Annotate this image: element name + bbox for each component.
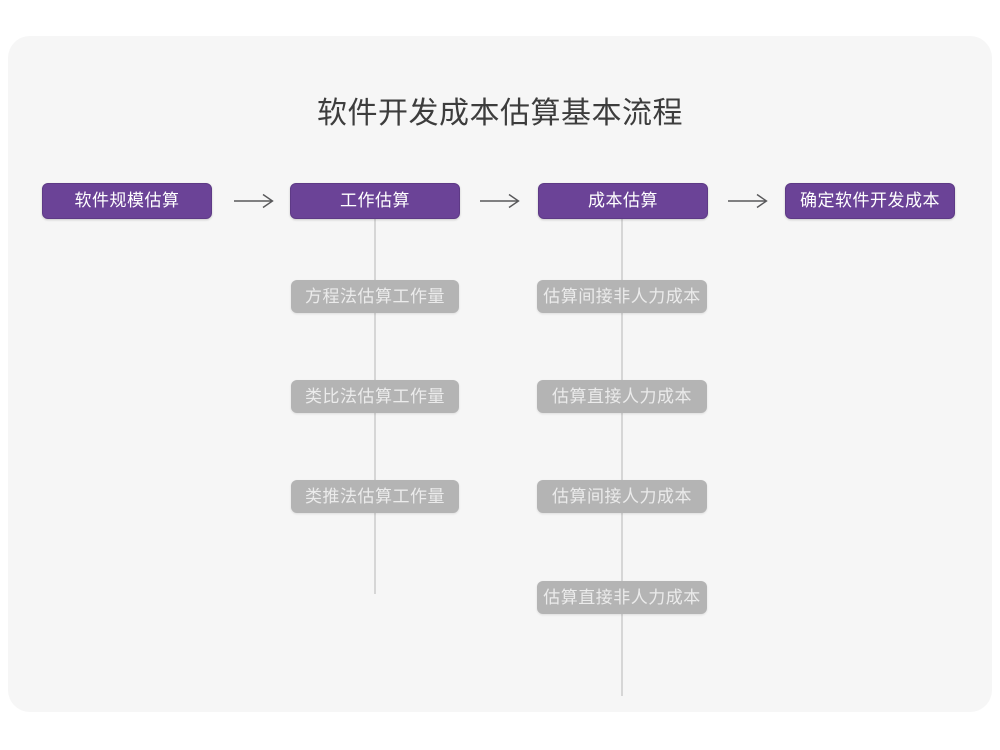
sub-step-box-direct-non-labor-cost: 估算直接非人力成本 (537, 581, 707, 614)
sub-step-box-analogy-method: 类比法估算工作量 (291, 380, 459, 413)
arrow-right-icon (480, 193, 520, 209)
step-box-effort-estimation: 工作估算 (290, 183, 460, 219)
connector-line-cost-column (621, 219, 623, 696)
arrow-right-icon (728, 193, 768, 209)
sub-step-box-extrapolation-method: 类推法估算工作量 (291, 480, 459, 513)
page-title: 软件开发成本估算基本流程 (317, 97, 683, 130)
step-box-determine-development-cost: 确定软件开发成本 (785, 183, 955, 219)
sub-step-box-equation-method: 方程法估算工作量 (291, 280, 459, 313)
step-box-software-scale-estimation: 软件规模估算 (42, 183, 212, 219)
sub-step-box-indirect-labor-cost: 估算间接人力成本 (537, 480, 707, 513)
sub-step-box-indirect-non-labor-cost: 估算间接非人力成本 (537, 280, 707, 313)
slide-card: 软件开发成本估算基本流程 软件规模估算 工作估算 成本估算 确定软件开发成本 方… (8, 36, 992, 712)
step-box-cost-estimation: 成本估算 (538, 183, 708, 219)
sub-step-box-direct-labor-cost: 估算直接人力成本 (537, 380, 707, 413)
arrow-right-icon (234, 193, 274, 209)
